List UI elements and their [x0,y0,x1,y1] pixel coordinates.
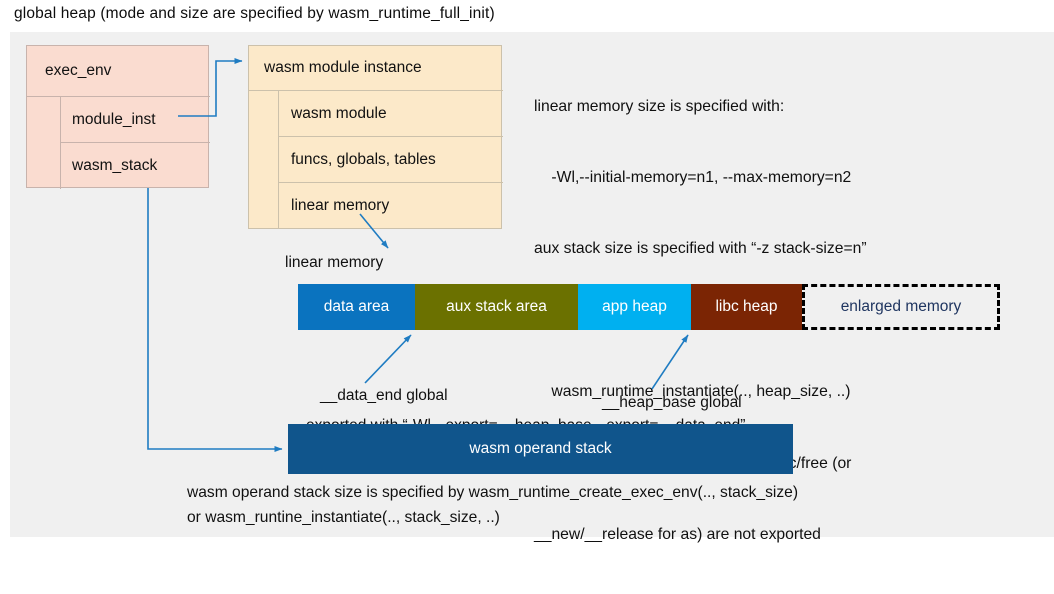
note-line: aux stack size is specified with “-z sta… [534,240,867,258]
diagram-root: global heap (mode and size are specified… [10,5,1054,543]
note-line: wasm operand stack size is specified by … [187,484,799,501]
memory-segment-libc-heap: libc heap [691,284,802,330]
wasm-module-instance-row-label: wasm module [291,104,387,122]
exec-env-row-module-inst: module_inst [60,97,210,143]
wasm-module-instance-row-funcs-globals-tables: funcs, globals, tables [278,137,503,183]
memory-segment-label: app heap [602,298,667,315]
memory-segment-aux-stack-area: aux stack area [415,284,578,330]
diagram-canvas: exec_env module_inst wasm_stack wasm mod… [10,32,1054,543]
wasm-operand-stack-label: wasm operand stack [469,440,612,457]
memory-segment-enlarged-memory: enlarged memory [802,284,1000,330]
annotation-data-end: __data_end global [320,387,448,404]
annotation-heap-base: __heap_base global [602,394,742,411]
arrow-data-end [364,334,412,384]
memory-segment-app-heap: app heap [578,284,691,330]
exec-env-header: exec_env [27,46,210,97]
note-line: __new/__release for as) are not exported [534,525,821,543]
wasm-operand-stack-box: wasm operand stack [288,424,793,474]
note-line: or wasm_runtine_instantiate(.., stack_si… [187,509,500,526]
memory-segment-data-area: data area [298,284,415,330]
memory-segment-label: enlarged memory [840,298,962,315]
wasm-module-instance-header: wasm module instance [249,46,503,91]
memory-segment-label: data area [323,298,390,315]
exec-env-box: exec_env module_inst wasm_stack [26,45,210,189]
exec-env-row-label: module_inst [72,110,156,128]
exec-env-row-label: wasm_stack [72,157,158,174]
exec-env-row-wasm-stack: wasm_stack [60,143,210,189]
wasm-module-instance-row-label: linear memory [291,197,390,214]
note-line: wasm_runtime_instantiate(.., heap_size, … [534,383,851,401]
wasm-module-instance-row-linear-memory: linear memory [278,183,503,229]
wasm-module-instance-row-label: funcs, globals, tables [291,150,436,168]
operand-stack-notes: wasm operand stack size is specified by … [187,480,798,530]
wasm-module-instance-box: wasm module instance wasm module funcs, … [248,45,503,229]
note-line: -Wl,--initial-memory=n1, --max-memory=n2 [534,168,852,186]
memory-segment-label: libc heap [715,298,778,315]
wasm-module-instance-header-label: wasm module instance [264,59,422,76]
wasm-module-instance-row-wasm-module: wasm module [278,91,503,137]
linear-memory-caption: linear memory [285,254,384,271]
note-line: linear memory size is specified with: [534,97,785,115]
exec-env-header-label: exec_env [45,62,112,79]
memory-segment-label: aux stack area [446,298,547,315]
page-title: global heap (mode and size are specified… [14,5,495,22]
